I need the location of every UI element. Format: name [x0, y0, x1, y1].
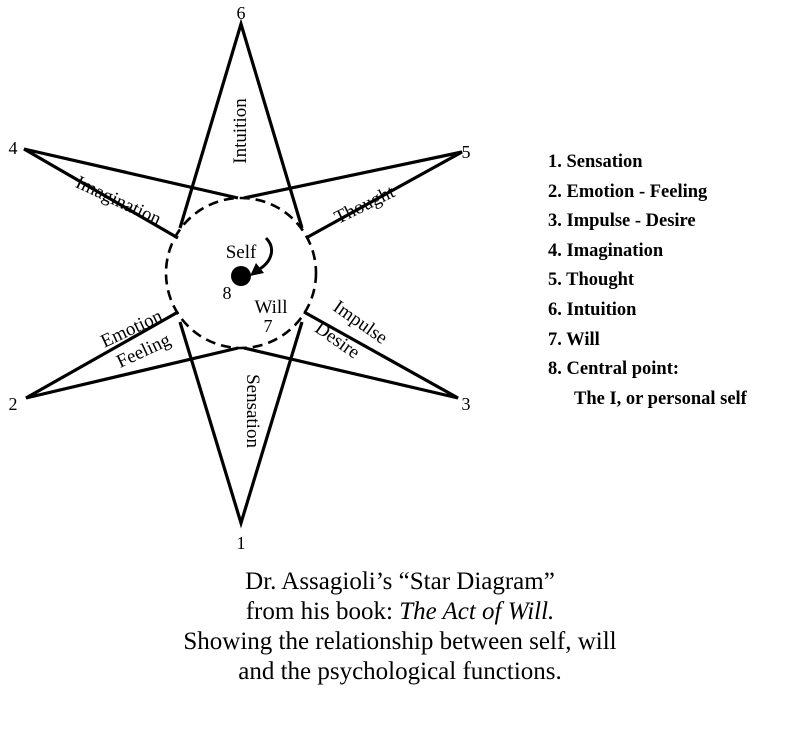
legend-item: 5. Thought [548, 270, 635, 291]
legend-list: 1. Sensation 2. Emotion - Feeling 3. Imp… [548, 148, 747, 414]
caption-line-4: and the psychological functions. [238, 658, 562, 685]
caption-line-1: Dr. Assagioli’s “Star Diagram” [245, 568, 555, 595]
caption-line-2: from his book: The Act of Will. [0, 597, 800, 627]
point-number-4: 4 [9, 138, 18, 158]
arm-2-emotion-feeling [25, 310, 239, 400]
legend-item: 1. Sensation [548, 152, 643, 172]
arm-1-sensation [178, 321, 304, 529]
arm-3-impulse-desire [243, 310, 459, 400]
label-self: Self [226, 242, 257, 263]
caption-line-2-prefix: from his book: [245, 598, 400, 625]
book-title: The Act of Will. [399, 598, 555, 625]
legend-item: 6. Intuition [548, 299, 637, 320]
central-point [231, 266, 251, 286]
legend-item: 7. Will [548, 329, 600, 350]
label-thought: Thought [331, 181, 399, 228]
point-number-5: 5 [462, 142, 471, 162]
caption-line-3: Showing the relationship between self, w… [183, 628, 617, 655]
point-number-8: 8 [223, 283, 232, 303]
point-number-3: 3 [462, 394, 471, 414]
label-intuition: Intuition [230, 98, 251, 164]
point-number-1: 1 [237, 533, 246, 553]
point-number-7: 7 [264, 316, 273, 336]
point-number-6: 6 [237, 3, 246, 23]
legend-item: 3. Impulse - Desire [548, 211, 696, 232]
legend-item: 2. Emotion - Feeling [548, 181, 708, 202]
arrow-head [250, 263, 264, 276]
label-will: Will [254, 297, 287, 318]
legend-item: 4. Imagination [548, 240, 664, 261]
star-arms [23, 18, 463, 529]
arm-6-intuition [178, 18, 304, 229]
legend-item-continuation: The I, or personal self [574, 388, 747, 409]
self-circle [164, 196, 318, 350]
legend-item: 8. Central point: [548, 359, 680, 380]
point-number-2: 2 [9, 394, 18, 414]
arm-5-thought [243, 150, 463, 240]
star-diagram: 6 5 4 3 2 1 8 7 Intuition Imagination Th… [9, 3, 471, 553]
label-sensation: Sensation [242, 374, 263, 448]
point-numbers: 6 5 4 3 2 1 8 7 [9, 3, 471, 553]
curved-arrow-icon [257, 236, 274, 272]
arm-4-imagination [23, 147, 239, 240]
label-imagination: Imagination [72, 172, 165, 230]
caption: Dr. Assagioli’s “Star Diagram” from his … [0, 567, 800, 687]
